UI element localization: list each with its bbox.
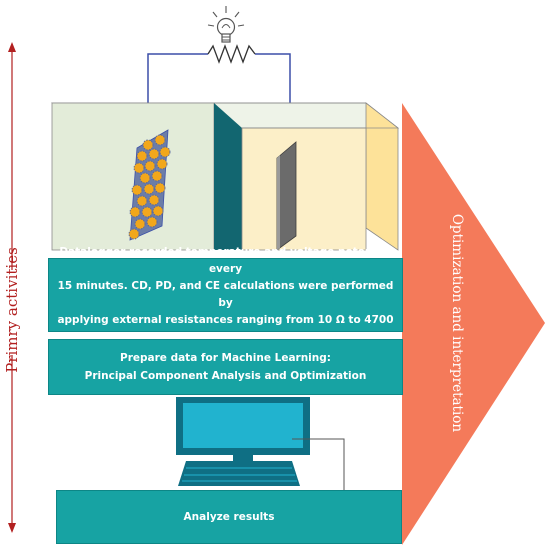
step-3-line-1: Analyze results — [183, 511, 275, 523]
feedback-arrow-shape — [402, 103, 545, 545]
monitor-stand — [233, 455, 253, 461]
axis-arrowhead-down — [8, 523, 16, 533]
step-1-line-3: applying external resistances ranging fr… — [57, 314, 394, 343]
anode-electrode-icon — [128, 129, 171, 241]
step-2-line-1: Prepare data for Machine Learning: — [120, 352, 331, 364]
step-data-logging: Datalogger recorded temperature and volt… — [48, 246, 403, 343]
light-bulb-icon — [207, 6, 245, 43]
step-1-line-1: Datalogger recorded temperature and volt… — [59, 246, 392, 275]
primary-activities-axis — [8, 42, 16, 533]
computer-icon — [176, 397, 345, 490]
step-2-line-2: Principal Component Analysis and Optimiz… — [84, 370, 367, 382]
axis-arrowhead-up — [8, 42, 16, 52]
membrane — [214, 103, 242, 250]
microbial-fuel-cell-diagram — [51, 6, 400, 251]
step-prepare-ml-data: Prepare data for Machine Learning: Princ… — [48, 339, 403, 395]
cathode-chamber — [241, 127, 367, 251]
step-1-line-2: 15 minutes. CD, PD, and CE calculations … — [57, 280, 394, 309]
computer-cable — [292, 438, 345, 490]
reactor-right-face — [365, 102, 399, 251]
monitor-screen — [183, 403, 303, 448]
resistor-icon — [207, 44, 256, 64]
step-analyze-results: Analyze results — [56, 490, 402, 544]
keyboard-icon — [178, 461, 300, 486]
